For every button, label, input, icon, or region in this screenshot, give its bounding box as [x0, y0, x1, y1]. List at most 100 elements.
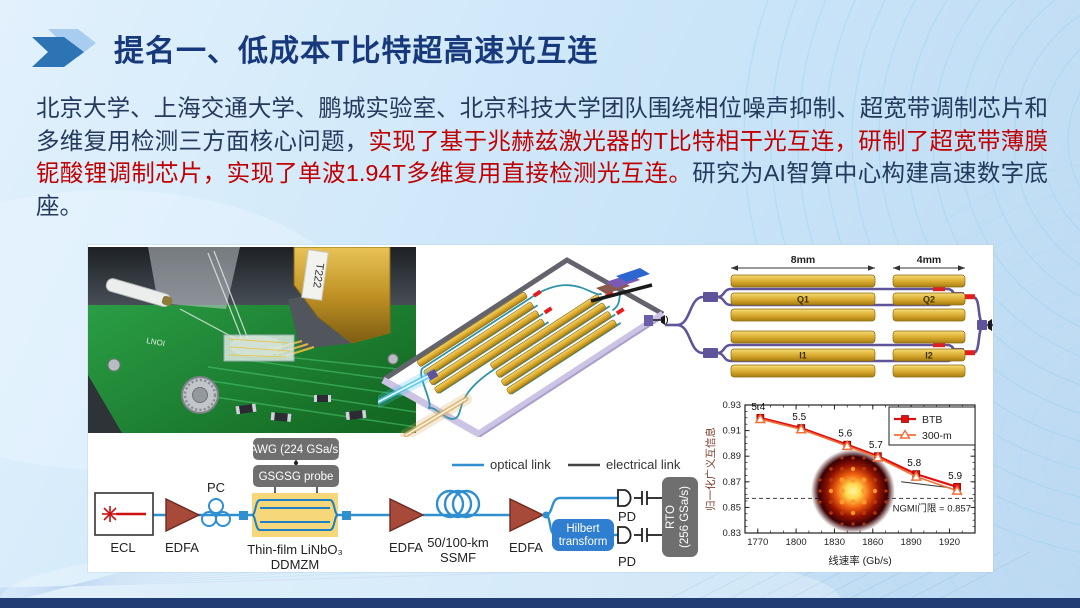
svg-text:线速率 (Gb/s): 线速率 (Gb/s): [828, 554, 892, 567]
svg-text:SSMF: SSMF: [440, 550, 476, 565]
svg-text:Thin-film LiNbO₃: Thin-film LiNbO₃: [247, 542, 343, 557]
optical-link-label: optical link: [490, 457, 551, 472]
svg-text:1860: 1860: [862, 537, 883, 548]
flip-chip-driver: [590, 268, 653, 303]
svg-text:I2: I2: [925, 351, 933, 361]
screw: [107, 358, 121, 372]
dimension-4mm: 4mm: [893, 254, 965, 271]
electrical-link-label: electrical link: [606, 457, 681, 472]
splitter-node: [542, 511, 550, 519]
dimension-8mm: 8mm: [731, 254, 875, 271]
ngmi-chart: 1770 1800 1830 1860 1890 1920 0.83 0.85 0.87 0.89…: [704, 400, 976, 567]
screw: [387, 353, 399, 365]
arrow-bullet-icon: [32, 29, 96, 67]
body-text-lead: 北京大学、上海交通大学、鹏城实验室、北京科技大学团队围绕相位噪声抑制、超宽带调制…: [36, 95, 1048, 154]
output-antenna-icon: [988, 319, 993, 331]
electrode-bars: [730, 274, 966, 378]
polarization-controller: PC: [201, 480, 231, 527]
svg-text:1830: 1830: [824, 537, 845, 548]
probe-label: T222: [301, 249, 329, 301]
awg-box: AWG (224 GSa/s): [250, 438, 342, 460]
svg-text:1770: 1770: [747, 537, 768, 548]
svg-text:PD: PD: [618, 509, 636, 524]
svg-text:1890: 1890: [901, 537, 922, 548]
svg-text:Hilbert: Hilbert: [566, 523, 600, 535]
constellation-inset: [811, 449, 895, 533]
bottom-bar: [0, 598, 1080, 608]
svg-text:ECL: ECL: [110, 540, 135, 555]
electrode-labels: Q1 Q2 I1 I2: [797, 295, 935, 361]
fiber-holder-tube: [105, 278, 173, 308]
edfa-amplifier: EDFA: [509, 497, 545, 555]
svg-text:AWG (224 GSa/s): AWG (224 GSa/s): [250, 444, 342, 456]
electrical-path: [634, 491, 662, 542]
svg-text:BTB: BTB: [922, 414, 942, 426]
svg-text:0.91: 0.91: [723, 426, 742, 437]
svg-text:8mm: 8mm: [791, 254, 816, 266]
ecl-laser: ECL: [94, 492, 154, 555]
svg-text:EDFA: EDFA: [389, 540, 423, 555]
chart-series: 5.4 5.5 5.6 5.7 5.8 5.9: [751, 402, 963, 495]
electrode-schematic: 8mm 4mm: [665, 254, 993, 378]
svg-text:5.6: 5.6: [838, 429, 852, 440]
link-legend: optical link electrical link: [452, 457, 681, 472]
svg-text:5.4: 5.4: [751, 402, 765, 413]
pcb-silkscreen-label: LNOI: [146, 336, 166, 348]
svg-text:0.93: 0.93: [723, 400, 742, 411]
svg-text:5.5: 5.5: [792, 412, 806, 423]
svg-text:0.83: 0.83: [723, 528, 742, 539]
svg-text:4mm: 4mm: [917, 254, 942, 266]
chip-near-edge: [381, 311, 665, 437]
svg-text:5.8: 5.8: [907, 458, 921, 469]
svg-text:5.7: 5.7: [869, 440, 883, 451]
chart-legend: BTB 300-m: [888, 406, 976, 446]
photodiode-top: PD: [617, 489, 636, 524]
chip-probe-photo: T222 LNOI: [88, 247, 416, 433]
phase-shifters: [933, 286, 975, 356]
body-text-highlight: 实现了基于兆赫兹激光器的T比特相干光互连，研制了超宽带薄膜铌酸锂调制芯片，实现了…: [36, 127, 1048, 187]
svg-text:5.9: 5.9: [948, 471, 962, 482]
svg-text:Q2: Q2: [923, 295, 935, 305]
svg-text:Q1: Q1: [797, 295, 809, 305]
input-light-beams: [378, 369, 472, 437]
wire-bonds: [227, 338, 291, 358]
experiment-block-diagram: optical link electrical link: [94, 438, 698, 572]
edfa-amplifier: EDFA: [165, 497, 201, 555]
svg-text:0.87: 0.87: [723, 477, 742, 488]
body-paragraph: 北京大学、上海交通大学、鹏城实验室、北京科技大学团队围绕相位噪声抑制、超宽带调制…: [36, 92, 1048, 222]
svg-text:PD: PD: [618, 554, 636, 569]
svg-text:1800: 1800: [786, 537, 807, 548]
knurled-mount: [181, 376, 219, 414]
title-row: 提名一、低成本T比特超高速光互连: [28, 26, 598, 70]
slide-title: 提名一、低成本T比特超高速光互连: [114, 35, 599, 68]
smd-components: [235, 395, 367, 422]
fiber-connector: [342, 511, 351, 520]
glass-sheet: [148, 247, 240, 309]
svg-text:300-m: 300-m: [922, 430, 952, 442]
chart-axis-labels: 线速率 (Gb/s) 归一化广义互信息: [704, 427, 892, 567]
svg-text:PC: PC: [207, 480, 225, 495]
svg-text:50/100-km: 50/100-km: [427, 535, 488, 550]
svg-text:EDFA: EDFA: [509, 540, 543, 555]
svg-text:EDFA: EDFA: [165, 540, 199, 555]
svg-text:RTO: RTO: [665, 505, 677, 529]
stage-corner: [88, 375, 122, 433]
rto-scope-box: RTO (256 GSa/s): [662, 477, 698, 557]
svg-text:0.89: 0.89: [723, 451, 742, 462]
svg-text:1920: 1920: [939, 537, 960, 548]
svg-text:0.85: 0.85: [723, 502, 742, 513]
svg-text:DDMZM: DDMZM: [271, 557, 319, 572]
output-port: [644, 315, 668, 326]
body-text-tail: 研究为AI智算中心构建高速数字底座。: [36, 160, 1049, 219]
photodiode-bottom: PD: [617, 526, 636, 569]
modulator-3d-diagram: [378, 257, 668, 437]
svg-text:GSGSG probe: GSGSG probe: [259, 471, 334, 483]
svg-text:(256 GSa/s): (256 GSa/s): [679, 486, 691, 548]
fiber-spool: 50/100-km SSMF: [427, 489, 489, 565]
svg-text:T222: T222: [310, 262, 325, 289]
gsgsg-probe-box: GSGSG probe: [253, 465, 339, 487]
figure-panel: T222 LNOI: [88, 245, 993, 572]
svg-text:归一化广义互信息: 归一化广义互信息: [704, 427, 717, 511]
svg-text:NGMI门限 = 0.857: NGMI门限 = 0.857: [893, 502, 971, 514]
